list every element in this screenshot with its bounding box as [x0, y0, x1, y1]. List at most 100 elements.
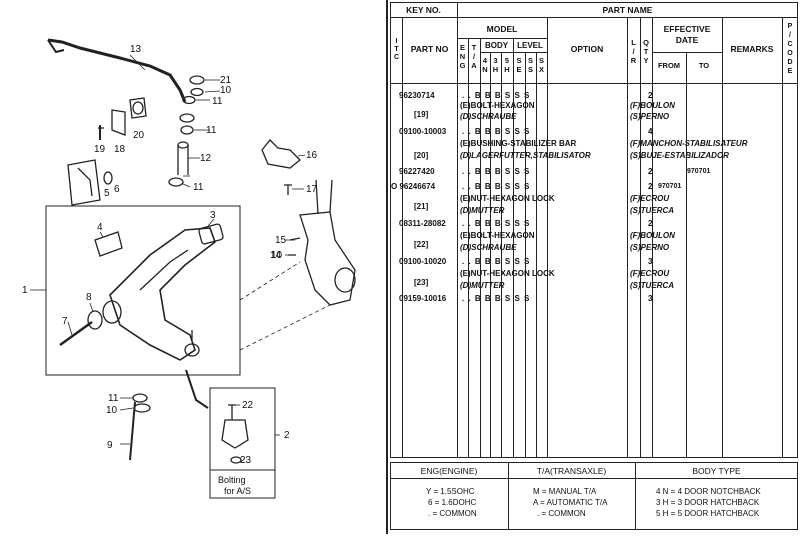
legend-ta-item: . = COMMON — [537, 509, 586, 518]
from-header: FROM — [657, 61, 681, 70]
callout-10b: 10 — [106, 405, 118, 416]
row-key: [19] — [414, 110, 429, 119]
legend-body-item: 5 H = 5 DOOR HATCHBACK — [656, 509, 760, 518]
row-part-no: 08311-28082 — [399, 219, 446, 228]
row-qty: 3 — [648, 294, 653, 303]
legend-eng-item: Y = 1.5SOHC — [426, 487, 475, 496]
callout-10a: 10 — [220, 85, 232, 96]
row-part-no: 09159-10016 — [399, 294, 447, 303]
legend-eng-item: 6 = 1.6DOHC — [428, 498, 477, 507]
row-name-de: (D)LAGERFUTTER,STABILISATOR — [460, 151, 591, 160]
legend-ta-item: M = MANUAL T/A — [533, 487, 597, 496]
inset-label-line2: for A/S — [224, 486, 251, 496]
row-qty: 4 — [648, 127, 653, 136]
row-name-de: (D)MUTTER — [460, 206, 505, 215]
callout-22: 22 — [242, 400, 254, 411]
row-name-es: (S)PERNO — [630, 243, 670, 252]
legend-body-item: 3 H = 3 DOOR HATCHBACK — [656, 498, 760, 507]
legend-ta-item: A = AUTOMATIC T/A — [533, 498, 608, 507]
row-part-no: O 96246674 — [391, 182, 436, 191]
row-name-fr: (F)BOULON — [630, 231, 675, 240]
callout-21: 21 — [220, 75, 232, 86]
callout-8: 8 — [86, 292, 92, 303]
callout-2: 2 — [284, 430, 290, 441]
callout-6: 6 — [114, 184, 120, 195]
row-model-codes: . . B B B S S S — [462, 167, 531, 176]
row-model-codes: . . B B B S S S — [462, 219, 531, 228]
legend-box — [390, 462, 798, 530]
row-part-no: 96230714 — [399, 91, 435, 100]
callout-10c: 10 — [271, 250, 283, 261]
row-name-fr: (F)MANCHON-STABILISATEUR — [630, 139, 748, 148]
callout-14: 14 — [270, 250, 282, 261]
row-name-es: (S)TUERCA — [630, 281, 674, 290]
inset-label-line1: Bolting — [218, 475, 246, 485]
model-header: MODEL — [486, 24, 518, 34]
callout-3: 3 — [210, 210, 216, 221]
legend-body-item: 4 N = 4 DOOR NOTCHBACK — [656, 487, 761, 496]
callout-19: 19 — [94, 144, 106, 155]
row-name-en: (E)BOLT-HEXAGON — [460, 101, 535, 110]
row-qty: 2 — [648, 91, 653, 100]
row-name-en: (E)NUT-HEXAGON LOCK — [460, 269, 555, 278]
row-model-codes: . . B B B S S S — [462, 182, 531, 191]
row-part-no: 09100-10003 — [399, 127, 447, 136]
row-key: [22] — [414, 240, 429, 249]
part-name-header: PART NAME — [602, 5, 653, 15]
row-effective-from: 970701 — [658, 183, 682, 190]
row-name-fr: (F)ECROU — [630, 194, 670, 203]
legend-eng-title: ENG(ENGINE) — [420, 466, 478, 476]
callout-4: 4 — [97, 222, 103, 233]
callout-17: 17 — [306, 184, 318, 195]
effective-date-header: EFFECTIVE DATE — [663, 24, 711, 45]
row-qty: 3 — [648, 257, 653, 266]
row-model-codes: . . B B B S S S — [462, 257, 531, 266]
row-part-no: 09100-10020 — [399, 257, 447, 266]
callout-20: 20 — [133, 130, 145, 141]
row-name-en: (E)NUT-HEXAGON LOCK — [460, 194, 555, 203]
body-header: BODY — [484, 41, 509, 50]
row-name-de: (D)MUTTER — [460, 281, 505, 290]
remarks-header: REMARKS — [730, 44, 774, 54]
callout-9: 9 — [107, 440, 113, 451]
suspension-diagram: 1 2 3 4 5 6 7 8 9 10 10 10 11 11 11 11 1… — [22, 38, 356, 499]
callout-16: 16 — [306, 150, 318, 161]
callout-5: 5 — [104, 188, 110, 199]
callout-12: 12 — [200, 153, 212, 164]
legend-body-title: BODY TYPE — [692, 466, 741, 476]
row-name-de: (D)SCHRAUBE — [460, 112, 517, 121]
row-name-en: (E)BOLT-HEXAGON — [460, 231, 535, 240]
row-name-en: (E)BUSHING-STABILIZER BAR — [460, 139, 577, 148]
callout-11d: 11 — [108, 393, 119, 404]
key-no-header: KEY NO. — [406, 5, 441, 15]
row-key: [21] — [414, 202, 429, 211]
row-name-de: (D)SCHRAUBE — [460, 243, 517, 252]
callout-7: 7 — [62, 316, 68, 327]
row-name-es: (S)BUJE-ESTABILIZADOR — [630, 151, 729, 160]
row-key: [20] — [414, 151, 429, 160]
callout-11a: 11 — [212, 96, 223, 107]
row-effective-to: 970701 — [687, 168, 711, 175]
callout-labels: 1 2 3 4 5 6 7 8 9 10 10 10 11 11 11 11 1… — [22, 44, 318, 496]
row-model-codes: . . B B B S S S — [462, 127, 531, 136]
callout-13: 13 — [130, 44, 142, 55]
callout-11c: 11 — [193, 182, 204, 193]
table-frame — [390, 2, 798, 458]
row-name-es: (S)PERNO — [630, 112, 670, 121]
legend-eng-item: . = COMMON — [428, 509, 477, 518]
callout-23: 23 — [240, 455, 252, 466]
row-key: [23] — [414, 278, 429, 287]
lr-header: L/R — [630, 38, 637, 65]
ta-header: T/A — [471, 43, 477, 70]
row-name-fr: (F)ECROU — [630, 269, 670, 278]
callout-18: 18 — [114, 144, 126, 155]
row-part-no: 96227420 — [399, 167, 435, 176]
